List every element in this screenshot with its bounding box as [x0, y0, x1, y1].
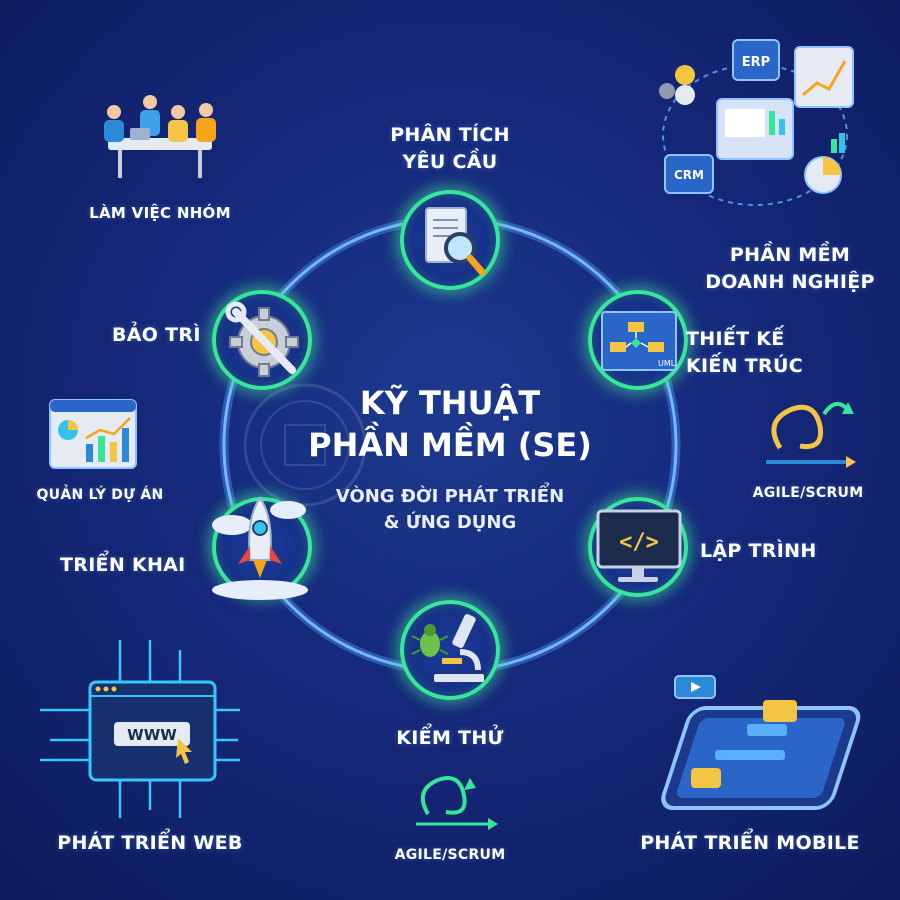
main-title: KỸ THUẬT PHẦN MỀM (SE) — [260, 382, 640, 466]
agile-loop-icon — [416, 776, 498, 830]
monitor-code-icon: </> — [596, 509, 682, 582]
subtitle-line-2: & ỨNG DỤNG — [383, 512, 517, 533]
rocket-launch-icon — [212, 496, 308, 600]
label-agile-right: AGILE/SCRUM — [752, 485, 864, 501]
label-design: THIẾT KẾ KIẾN TRÚC — [686, 326, 826, 380]
blueprint-icon: UML — [601, 311, 677, 371]
subtitle: VÒNG ĐỜI PHÁT TRIỂN & ỨNG DỤNG — [280, 484, 620, 536]
enterprise-systems-icon: ERP CRM — [659, 39, 854, 206]
label-design-line-2: KIẾN TRÚC — [686, 355, 803, 377]
agile-loop-icon — [766, 402, 856, 468]
title-line-2: PHẦN MỀM (SE) — [308, 426, 592, 464]
web-browser-icon: WWW — [40, 640, 240, 818]
label-web: PHÁT TRIỂN WEB — [57, 832, 243, 854]
erp-text: ERP — [742, 55, 770, 70]
subtitle-line-1: VÒNG ĐỜI PHÁT TRIỂN — [335, 486, 565, 507]
code-tag-text: </> — [619, 530, 659, 555]
label-enterprise: PHẦN MỀM DOANH NGHIỆP — [690, 242, 890, 296]
label-requirements-line-2: YÊU CẦU — [402, 151, 498, 173]
label-enterprise-line-2: DOANH NGHIỆP — [705, 271, 875, 293]
dashboard-chart-icon — [49, 399, 137, 469]
label-agile-bottom: AGILE/SCRUM — [394, 847, 506, 863]
bug-microscope-icon — [411, 614, 484, 682]
uml-text: UML — [658, 359, 676, 368]
label-project-mgmt: QUẢN LÝ DỰ ÁN — [36, 487, 164, 503]
node-testing — [400, 600, 500, 700]
label-teamwork: LÀM VIỆC NHÓM — [89, 204, 231, 222]
gear-wrench-icon — [225, 301, 299, 377]
label-requirements: PHÂN TÍCH YÊU CẦU — [350, 122, 550, 176]
team-meeting-icon — [104, 95, 216, 178]
label-maintenance: BẢO TRÌ — [112, 324, 201, 346]
label-testing: KIỂM THỬ — [396, 727, 504, 749]
label-enterprise-line-1: PHẦN MỀM — [729, 244, 851, 266]
label-design-line-1: THIẾT KẾ — [686, 328, 785, 350]
label-coding: LẬP TRÌNH — [700, 540, 817, 562]
document-search-icon — [425, 207, 486, 276]
label-mobile: PHÁT TRIỂN MOBILE — [640, 832, 860, 854]
smartphone-icon — [661, 675, 861, 810]
label-requirements-line-1: PHÂN TÍCH — [390, 124, 510, 146]
watermark-seal-icon — [243, 383, 367, 507]
www-text: WWW — [127, 726, 177, 744]
label-deployment: TRIỂN KHAI — [60, 554, 186, 576]
crm-text: CRM — [674, 168, 704, 182]
title-line-1: KỸ THUẬT — [359, 384, 541, 422]
